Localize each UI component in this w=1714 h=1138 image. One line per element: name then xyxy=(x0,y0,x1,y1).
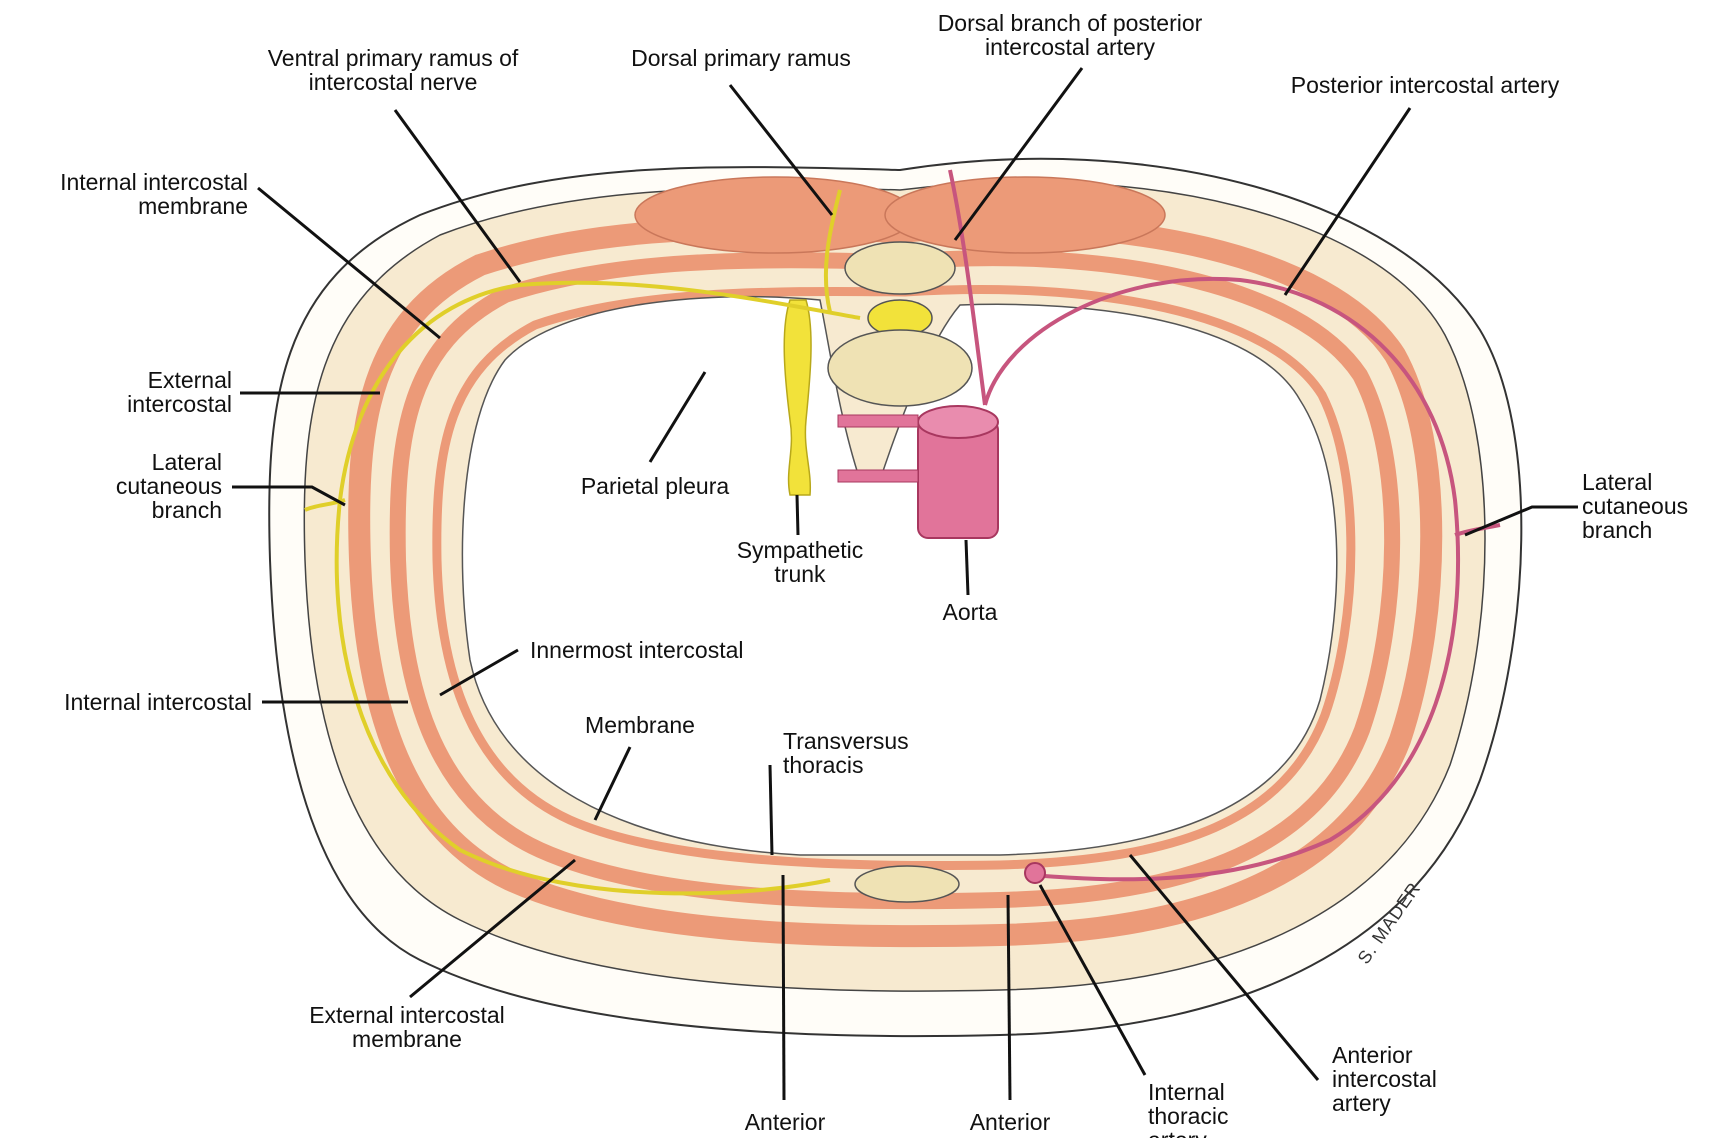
vertebral-body xyxy=(828,330,972,406)
leader-sympathetic-trunk xyxy=(797,495,798,535)
label-aorta: Aorta xyxy=(905,600,1035,624)
label-sympathetic-trunk: Sympathetic trunk xyxy=(715,538,885,586)
label-lateral-cutaneous-left: Lateral cutaneous branch xyxy=(50,450,222,522)
aorta-opening xyxy=(918,406,998,438)
aortic-branch-lower xyxy=(838,470,918,482)
label-lateral-cutaneous-right: Lateral cutaneous branch xyxy=(1582,470,1712,542)
label-internal-intercostal: Internal intercostal xyxy=(0,690,252,714)
label-parietal-pleura: Parietal pleura xyxy=(555,474,755,498)
internal-thoracic-artery-vessel xyxy=(1025,863,1045,883)
label-membrane: Membrane xyxy=(560,713,720,737)
label-anterior-intercostal-artery: Anterior intercostal artery xyxy=(1332,1043,1502,1115)
label-ventral-ramus: Ventral primary ramus of intercostal ner… xyxy=(228,46,558,94)
label-external-intercostal-membrane: External intercostal membrane xyxy=(262,1003,552,1051)
label-anterior-1: Anterior xyxy=(715,1110,855,1134)
leader-aorta xyxy=(966,540,968,595)
label-dorsal-branch-artery: Dorsal branch of posterior intercostal a… xyxy=(905,11,1235,59)
label-dorsal-ramus: Dorsal primary ramus xyxy=(596,46,886,70)
label-posterior-intercostal-artery: Posterior intercostal artery xyxy=(1255,73,1595,97)
label-anterior-2: Anterior xyxy=(940,1110,1080,1134)
right-back-muscle xyxy=(885,177,1165,253)
label-external-intercostal: External intercostal xyxy=(50,368,232,416)
label-internal-thoracic: Internal thoracic artery xyxy=(1148,1080,1288,1138)
label-innermost-intercostal: Innermost intercostal xyxy=(530,638,810,662)
leader-transversus xyxy=(770,765,772,855)
sternum xyxy=(855,866,959,902)
aortic-branch-upper xyxy=(838,415,918,427)
spinous-process xyxy=(845,242,955,294)
label-internal-intercostal-membrane: Internal intercostal membrane xyxy=(0,170,248,218)
label-transversus-thoracis: Transversus thoracis xyxy=(783,729,963,777)
leader-anterior-1 xyxy=(783,875,784,1100)
leader-anterior-2 xyxy=(1008,895,1010,1100)
left-back-muscle xyxy=(635,177,915,253)
